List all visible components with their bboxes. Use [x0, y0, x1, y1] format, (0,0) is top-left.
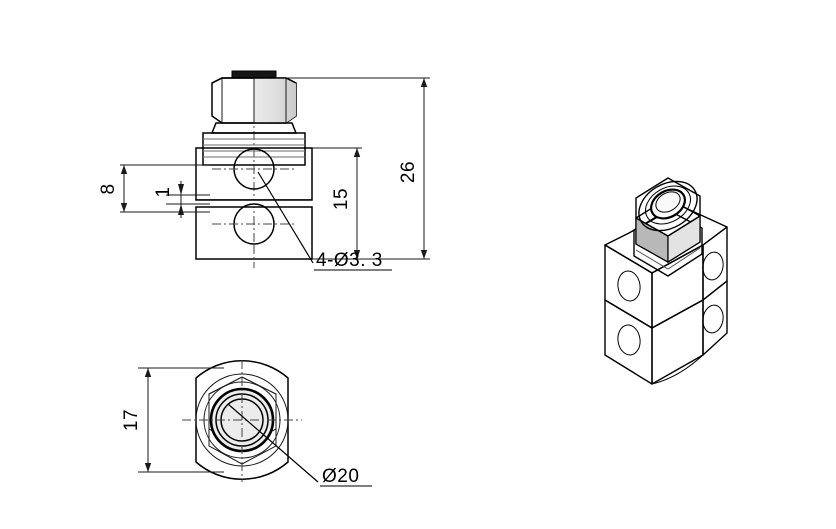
side-hole-right-lower: [702, 304, 724, 334]
lower-block-left-face: [604, 299, 653, 385]
outer-rounded-square: [195, 360, 289, 480]
dim-26-label: 26: [398, 161, 419, 183]
dim-17-arrow-top: [144, 368, 152, 377]
hex-nut-right-face: [254, 78, 296, 123]
threaded-collar: [202, 132, 306, 166]
dim-1-arrow-top: [178, 184, 184, 195]
callout-holes-group: 4-Ø3. 3: [257, 171, 392, 271]
callout-holes-leader: [257, 171, 314, 264]
lower-block-bottom-curve: [651, 354, 704, 385]
dim-15-label: 15: [331, 188, 352, 210]
dim-15-arrow-bottom: [353, 250, 361, 259]
dim-1-group: 1: [153, 181, 210, 218]
dim-17-arrow-bottom: [144, 463, 152, 472]
hex-nut-top-chamfer: [211, 77, 297, 84]
dim-15-arrow-top: [353, 148, 361, 157]
cap-top-ring-mid: [645, 185, 691, 225]
upper-block-top-face: [604, 204, 728, 274]
end-plan-view: 17 Ø20: [121, 360, 372, 487]
dim-17-label: 17: [121, 409, 142, 431]
black-end-cap: [231, 70, 277, 79]
hex-nut-3d-left-facet: [635, 216, 669, 264]
front-elevation-view: 8 1 15 26: [98, 70, 430, 271]
dim-26-group: 26: [276, 77, 430, 259]
lower-block-front-face: [651, 299, 704, 385]
dim-15-group: 15: [312, 147, 430, 260]
callout-diameter-group: Ø20: [227, 403, 372, 487]
dim-8-arrow-top: [120, 165, 128, 174]
cap-top-ring-outer: [638, 180, 698, 232]
callout-diameter-leader: [227, 403, 319, 483]
side-hole-front-upper: [617, 270, 641, 302]
collar-thread-lines: [203, 138, 305, 158]
dim-26-arrow-bottom: [420, 250, 428, 259]
callout-holes-label: 4-Ø3. 3: [316, 250, 383, 271]
dim-1-arrow-bottom: [178, 204, 184, 215]
dim-26-arrow-top: [420, 78, 428, 87]
isometric-pictorial-view: [604, 177, 728, 385]
dim-17-group: 17: [121, 367, 224, 473]
dim-8-group: 8: [98, 164, 210, 213]
side-hole-front-lower: [617, 324, 641, 356]
callout-diameter-label: Ø20: [322, 466, 359, 487]
dim-8-arrow-bottom: [120, 203, 128, 212]
cap-top-bore: [655, 191, 681, 213]
dim-1-label: 1: [153, 186, 174, 197]
hex-nut-3d-top-face: [635, 177, 701, 237]
upper-block-left-face: [604, 244, 653, 329]
side-hole-right-upper: [702, 251, 724, 281]
dim-8-label: 8: [98, 183, 119, 194]
